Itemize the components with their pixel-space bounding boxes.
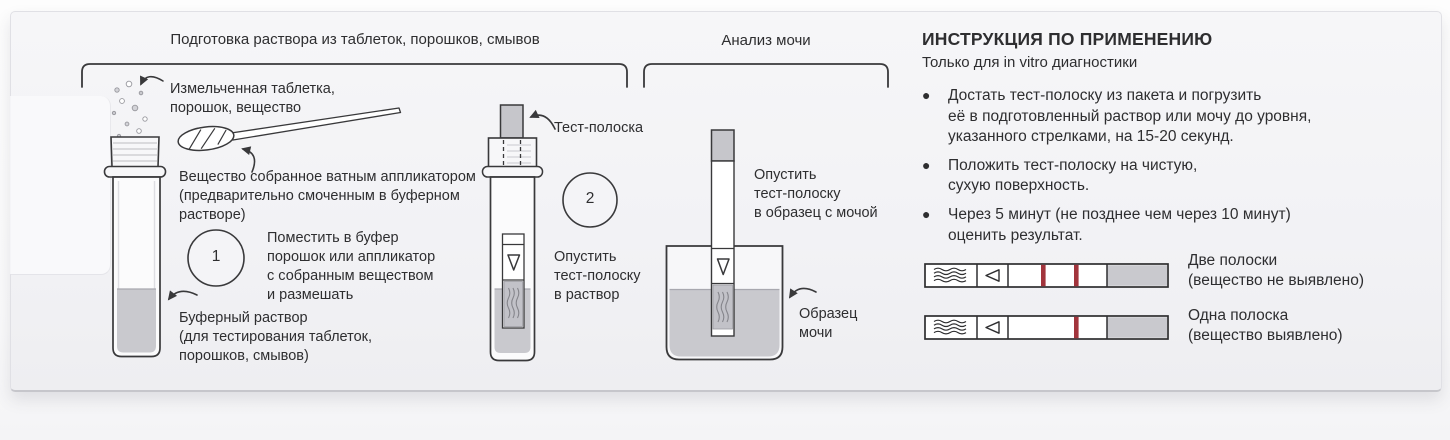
- swab-applicator-icon: [177, 107, 402, 152]
- wavy-lines-icon: [933, 319, 967, 335]
- control-band: [1074, 264, 1079, 287]
- step2-number: 2: [585, 190, 595, 207]
- instruction-step-3: Через 5 минут (не позднее чем через 10 м…: [948, 206, 1291, 244]
- bullet-icon: ●: [922, 156, 931, 173]
- buffer-liquid: [117, 289, 156, 353]
- section-title-solution-prep: Подготовка раствора из таблеток, порошко…: [170, 31, 540, 48]
- instructions-subtitle: Только для in vitro диагностики: [922, 54, 1138, 71]
- result-positive-label: Одна полоска (вещество выявлено): [1188, 307, 1343, 345]
- urine-beaker-with-strip: [665, 129, 784, 361]
- level-arrow-down-icon: [507, 254, 521, 271]
- level-arrow-down-icon: [716, 258, 730, 276]
- arrow-to-swab: [241, 146, 256, 173]
- label-step2: Опустить тест-полоску в раствор: [554, 249, 641, 303]
- side-label-patch: [10, 96, 111, 275]
- test-band: [1041, 264, 1046, 287]
- instructions-title: ИНСТРУКЦИЯ ПО ПРИМЕНЕНИЮ: [922, 29, 1213, 49]
- result-strip-positive: [924, 315, 1169, 340]
- instruction-step-1: Достать тест-полоску из пакета и погрузи…: [948, 87, 1312, 146]
- instruction-step-2: Положить тест-полоску на чистую, сухую п…: [948, 156, 1198, 195]
- label-urine-sample: Образец мочи: [799, 306, 858, 341]
- buffer-tube: [103, 136, 167, 358]
- bullet-icon: ●: [922, 206, 931, 223]
- left-triangle-icon: [985, 321, 1000, 334]
- step1-circle: [187, 229, 245, 287]
- arrow-to-urine-sample: [788, 287, 817, 299]
- result-negative-label: Две полоски (вещество не выявлено): [1188, 252, 1365, 290]
- control-band: [1074, 316, 1079, 339]
- label-crushed-tablet: Измельченная таблетка, порошок, вещество: [170, 81, 335, 116]
- brace-left-section: [81, 63, 628, 88]
- list-item: ● Положить тест-полоску на чистую, сухую…: [922, 156, 1392, 197]
- wavy-pad-icon: [506, 287, 520, 319]
- label-step1: Поместить в буфер порошок или аппликатор…: [267, 230, 436, 303]
- label-buffer-solution: Буферный раствор (для тестирования табле…: [179, 310, 373, 364]
- list-item: ● Достать тест-полоску из пакета и погру…: [922, 86, 1392, 148]
- solution-tube-with-strip: [481, 104, 544, 362]
- powder-particles-icon: [111, 80, 148, 144]
- brace-right-section: [643, 63, 889, 88]
- arrow-to-strip: [529, 109, 556, 130]
- wavy-pad-icon: [716, 291, 729, 323]
- step2-circle: [562, 172, 618, 228]
- label-swab-substance: Вещество собранное ватным аппликатором (…: [179, 169, 476, 223]
- list-item: ● Через 5 минут (не позднее чем через 10…: [922, 205, 1392, 246]
- left-triangle-icon: [985, 269, 1000, 282]
- label-step3: Опустить тест-полоску в образец с мочой: [754, 167, 878, 221]
- wavy-lines-icon: [933, 267, 967, 283]
- step1-number: 1: [211, 248, 221, 265]
- arrow-to-powder: [140, 75, 164, 86]
- label-test-strip: Тест-полоска: [554, 120, 644, 136]
- result-strip-negative: [924, 263, 1169, 288]
- arrow-to-buffer: [167, 290, 198, 301]
- instructions-list: ● Достать тест-полоску из пакета и погру…: [922, 86, 1392, 254]
- bullet-icon: ●: [922, 87, 931, 103]
- section-title-urine-analysis: Анализ мочи: [721, 32, 811, 49]
